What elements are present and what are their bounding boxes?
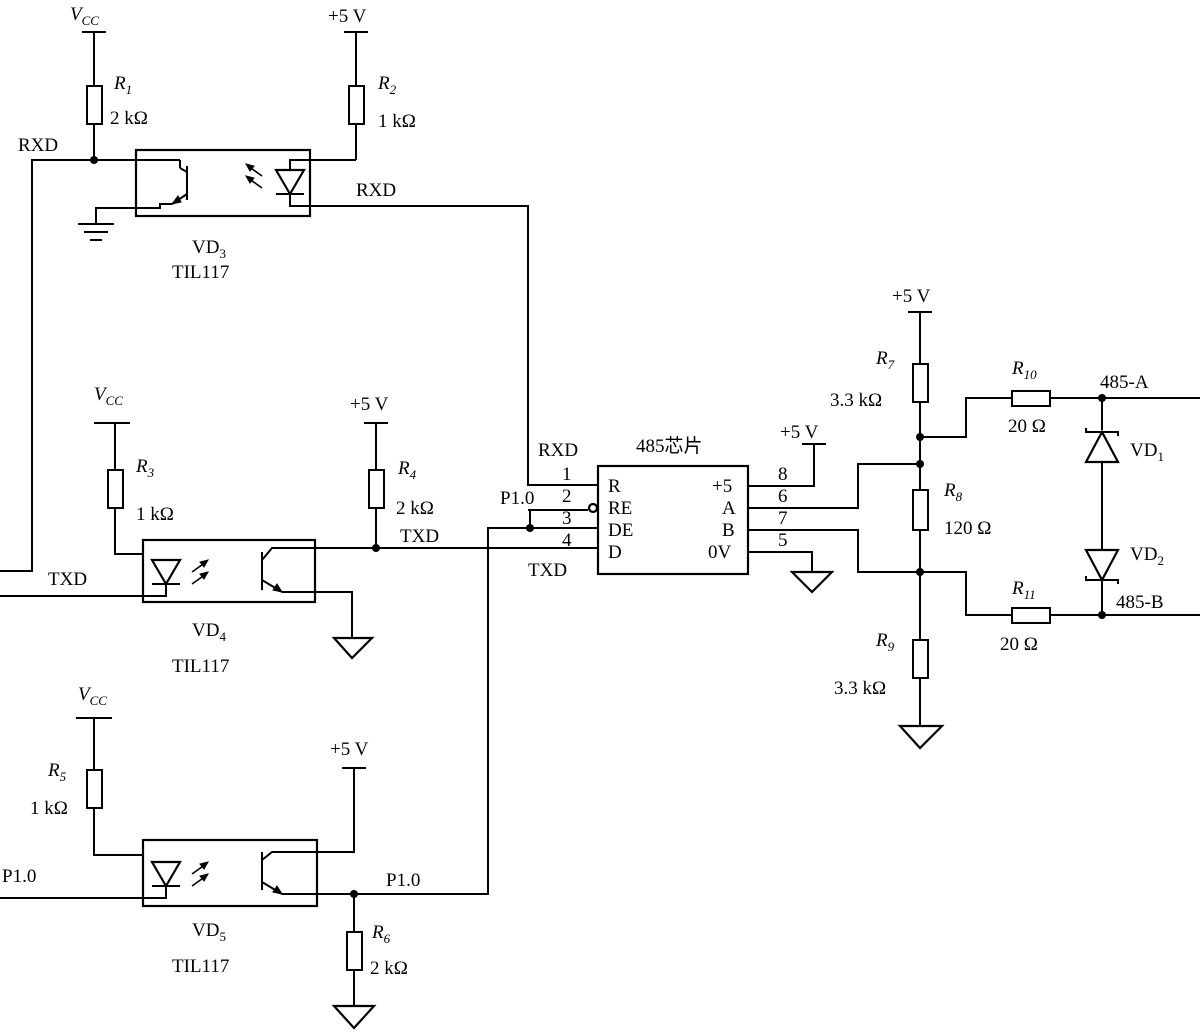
vd3-section: VCC R1 2 kΩ RXD +5 V R2 1 kΩ [0, 4, 598, 572]
vd5-section: VCC R5 1 kΩ P1.0 +5 V R6 2 kΩ P1.0 VD5 T… [0, 527, 598, 1030]
r8-label: R8 [943, 480, 963, 504]
r3-value: 1 kΩ [136, 504, 174, 525]
rxd-label-mid: RXD [356, 180, 396, 201]
vd4-section: VCC R3 1 kΩ TXD +5 V R4 2 kΩ TXD VD [0, 384, 598, 677]
plus5v-label-chip: +5 V [780, 422, 819, 443]
vd5-part: TIL117 [172, 956, 229, 977]
r4-value: 2 kΩ [396, 498, 434, 519]
r4-label: R4 [397, 458, 417, 482]
r1-value: 2 kΩ [110, 108, 148, 129]
pin-0v-label: 0V [708, 542, 732, 563]
r5-value: 1 kΩ [30, 798, 68, 819]
vd2-label: VD2 [1130, 544, 1164, 568]
pin-5-num: 5 [778, 530, 788, 551]
r10-label: R10 [1011, 358, 1037, 382]
pin-b-label: B [722, 520, 735, 541]
pin-8-num: 8 [778, 464, 788, 485]
pin-1-num: 1 [562, 464, 572, 485]
resistor-r2 [348, 85, 365, 125]
resistor-r11 [1011, 607, 1051, 624]
tvs-diode-vd1 [1084, 429, 1120, 464]
ground-symbol [331, 636, 375, 660]
r11-value: 20 Ω [1000, 634, 1038, 655]
ground-symbol [789, 570, 835, 594]
pin-a-label: A [722, 498, 736, 519]
rs485-chip: 485芯片 RXD P1.0 TXD 1 2 3 4 R RE DE D +5 … [500, 422, 920, 594]
r3-label: R3 [135, 456, 155, 480]
resistor-r5 [86, 769, 103, 809]
r5-label: R5 [47, 760, 67, 784]
plus5v-label-4: +5 V [892, 286, 931, 307]
r7-value: 3.3 kΩ [830, 390, 882, 411]
p10-label-chip: P1.0 [500, 488, 534, 509]
vd5-label: VD5 [192, 920, 226, 944]
chip-title: 485芯片 [636, 435, 703, 457]
vd3-label: VD3 [192, 237, 226, 261]
r2-value: 1 kΩ [378, 111, 416, 132]
txd-label-chip: TXD [528, 560, 567, 581]
resistor-r3 [107, 469, 124, 509]
resistor-r6 [346, 931, 363, 971]
chip-body [596, 464, 750, 576]
txd-label-left: TXD [48, 569, 87, 590]
r6-value: 2 kΩ [370, 958, 408, 979]
pin-d-label: D [608, 542, 622, 563]
pin-3-num: 3 [562, 508, 572, 529]
r11-label: R11 [1011, 578, 1036, 602]
p10-label-left: P1.0 [2, 866, 36, 887]
pin-7-num: 7 [778, 508, 788, 529]
vd1-label: VD1 [1130, 440, 1164, 464]
pin-2-num: 2 [562, 486, 572, 507]
plus5v-label-2: +5 V [350, 394, 389, 415]
plus5v-label-3: +5 V [330, 739, 369, 760]
resistor-r10 [1011, 390, 1051, 407]
r2-label: R2 [377, 73, 397, 97]
r8-value: 120 Ω [944, 518, 991, 539]
resistor-r9 [912, 639, 929, 679]
r6-label: R6 [371, 922, 391, 946]
plus5v-label-1: +5 V [328, 6, 367, 27]
pin-plus5-label: +5 [712, 476, 732, 497]
pin-r-label: R [608, 476, 621, 497]
r9-label: R9 [875, 630, 895, 654]
vd3-part: TIL117 [172, 262, 229, 283]
vd4-part: TIL117 [172, 656, 229, 677]
tvs-diode-vd2 [1084, 548, 1120, 583]
resistor-r4 [368, 469, 385, 509]
pin-6-num: 6 [778, 486, 788, 507]
junction-dot [916, 460, 924, 468]
pin-re-label: RE [608, 498, 632, 519]
txd-label-mid: TXD [400, 526, 439, 547]
vd4-label: VD4 [192, 620, 226, 644]
vcc-label-1: VCC [70, 4, 99, 28]
vcc-label-2: VCC [94, 384, 123, 408]
bus-b-label: 485-B [1116, 592, 1164, 613]
p10-label-mid: P1.0 [386, 870, 420, 891]
pin-de-label: DE [608, 520, 633, 541]
vcc-label-3: VCC [78, 684, 107, 708]
r7-label: R7 [875, 348, 895, 372]
pin-inversion-bubble [587, 502, 599, 514]
resistor-r7 [912, 363, 929, 403]
r1-label: R1 [113, 73, 132, 97]
ground-symbol [897, 724, 945, 750]
pin-4-num: 4 [562, 530, 572, 551]
r10-value: 20 Ω [1008, 416, 1046, 437]
rxd-label-left: RXD [18, 135, 58, 156]
rxd-label-chip: RXD [538, 440, 578, 461]
ground-symbol [331, 1004, 377, 1030]
resistor-r8 [912, 489, 929, 531]
junction-dot [526, 524, 534, 532]
resistor-r1 [86, 85, 103, 125]
termination-network: +5 V R7 3.3 kΩ R8 120 Ω R9 3.3 kΩ R10 20… [830, 286, 1200, 750]
bus-a-label: 485-A [1100, 372, 1149, 393]
r9-value: 3.3 kΩ [834, 678, 886, 699]
